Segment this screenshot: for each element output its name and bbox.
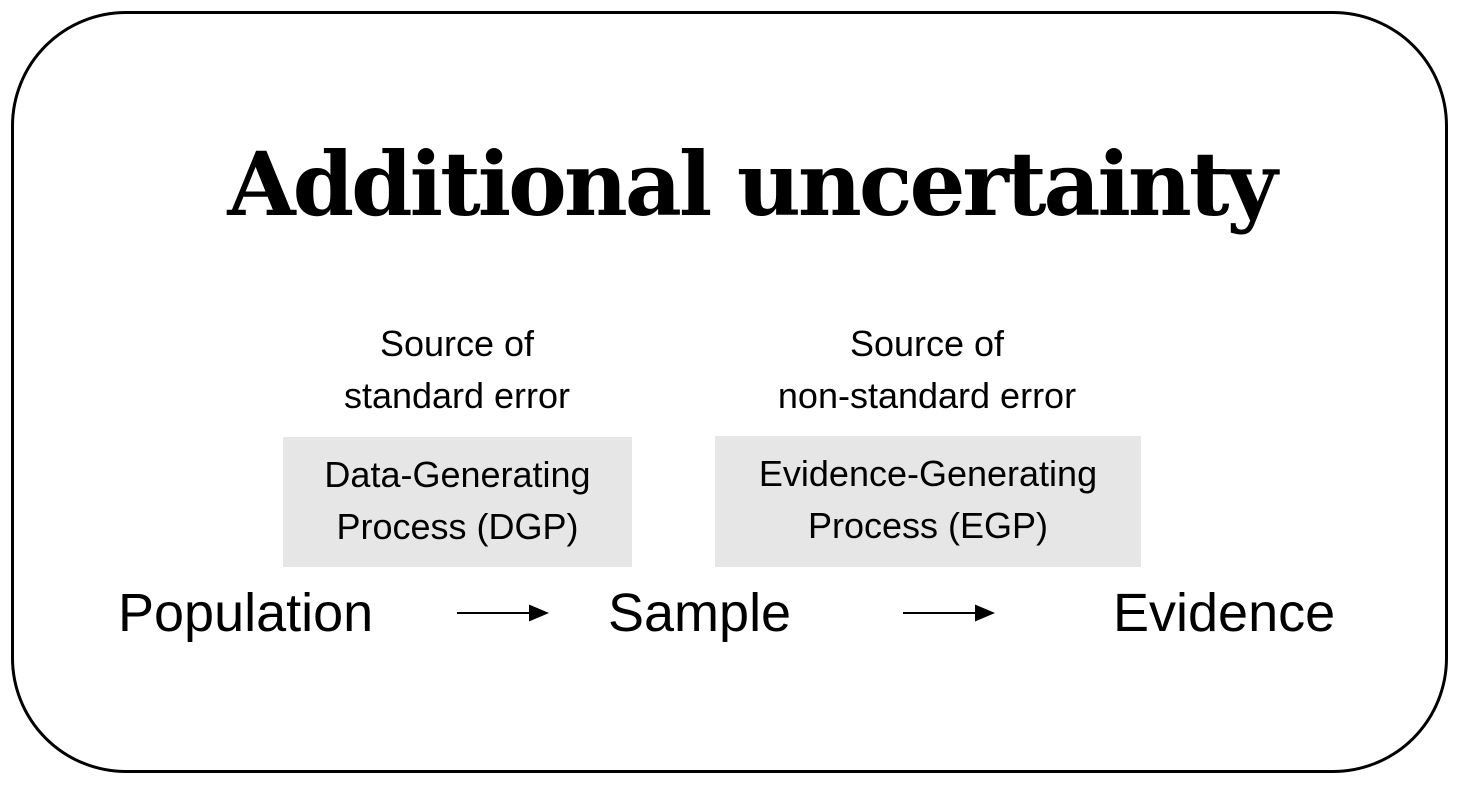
label-line: standard error	[343, 375, 571, 416]
box-line: Process (DGP)	[336, 506, 579, 547]
box-line: Process (EGP)	[807, 505, 1049, 546]
label-line: Source of	[379, 323, 535, 364]
label-line: Source of	[849, 323, 1005, 364]
slide-title: Additional uncertainty	[227, 132, 1277, 236]
standard-error-source-label: Source of standard error	[277, 318, 637, 422]
dgp-box: Data-Generating Process (DGP)	[283, 437, 632, 567]
egp-box: Evidence-Generating Process (EGP)	[715, 436, 1141, 567]
flow-node-sample: Sample	[608, 583, 792, 643]
flow-node-population: Population	[118, 583, 374, 643]
box-line: Data-Generating	[324, 454, 591, 495]
arrow-right-icon	[457, 604, 549, 622]
arrow-right-icon	[903, 604, 995, 622]
label-line: non-standard error	[777, 375, 1077, 416]
non-standard-error-source-label: Source of non-standard error	[717, 318, 1137, 422]
box-line: Evidence-Generating	[758, 453, 1098, 494]
slide-border-frame	[11, 11, 1448, 773]
flow-node-evidence: Evidence	[1113, 583, 1336, 643]
